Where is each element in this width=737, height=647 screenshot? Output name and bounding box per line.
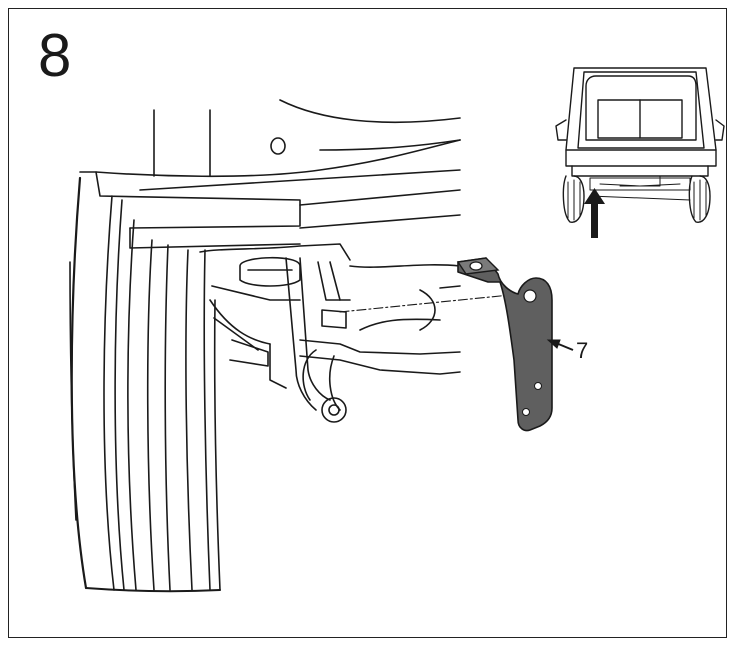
- alignment-line: [339, 293, 521, 313]
- tyre: [69, 176, 221, 593]
- body-panel: [79, 99, 461, 249]
- location-arrow-icon: [584, 188, 605, 238]
- vehicle-rear-view-inset: [555, 67, 725, 223]
- part-callout-label: 7: [576, 338, 589, 363]
- mounting-bracket: [456, 257, 553, 432]
- axle-assembly: [199, 243, 461, 423]
- step-number: 8: [38, 22, 72, 89]
- callout-arrow-icon: [546, 339, 574, 351]
- illustration-frame: [8, 8, 727, 638]
